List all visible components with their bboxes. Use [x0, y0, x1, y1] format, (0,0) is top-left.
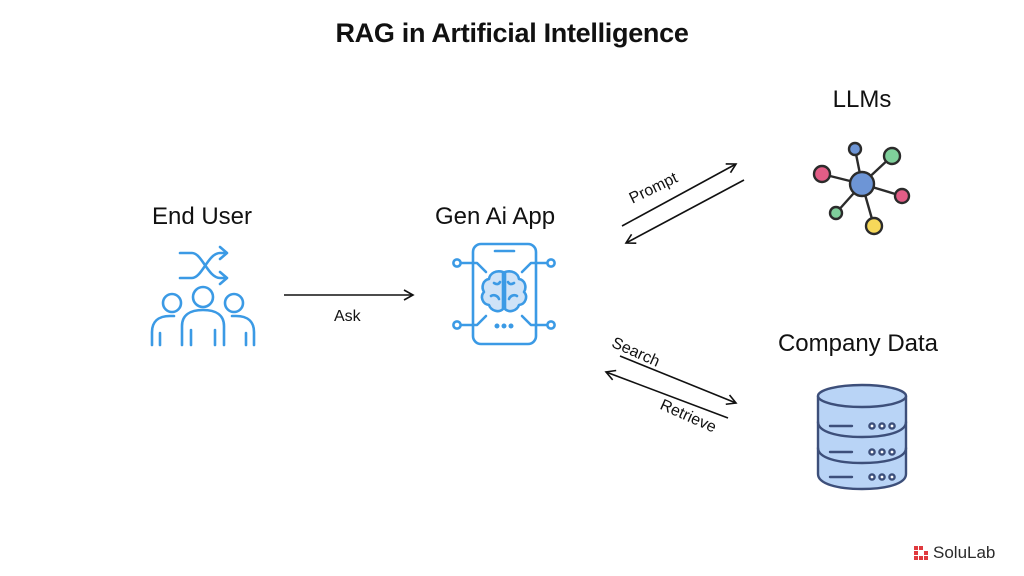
llm-response-arrow — [624, 179, 745, 244]
solulab-logo-icon — [914, 545, 928, 560]
retrieve-arrow — [604, 369, 729, 419]
brand-name: SoluLab — [933, 543, 996, 562]
database-icon — [816, 383, 908, 491]
users-shuffle-icon — [150, 245, 256, 347]
prompt-arrow — [621, 163, 738, 227]
ask-edge-label: Ask — [334, 308, 361, 325]
llms-label: LLMs — [832, 86, 892, 113]
company-data-label: Company Data — [777, 330, 939, 357]
search-arrow — [619, 355, 738, 406]
phone-brain-icon — [452, 242, 556, 346]
diagram-title: RAG in Artificial Intelligence — [335, 18, 689, 48]
network-hub-icon — [812, 141, 911, 236]
brand-logo: SoluLab — [914, 543, 995, 563]
end-user-label: End User — [151, 203, 253, 230]
gen-ai-app-label: Gen Ai App — [434, 203, 556, 230]
